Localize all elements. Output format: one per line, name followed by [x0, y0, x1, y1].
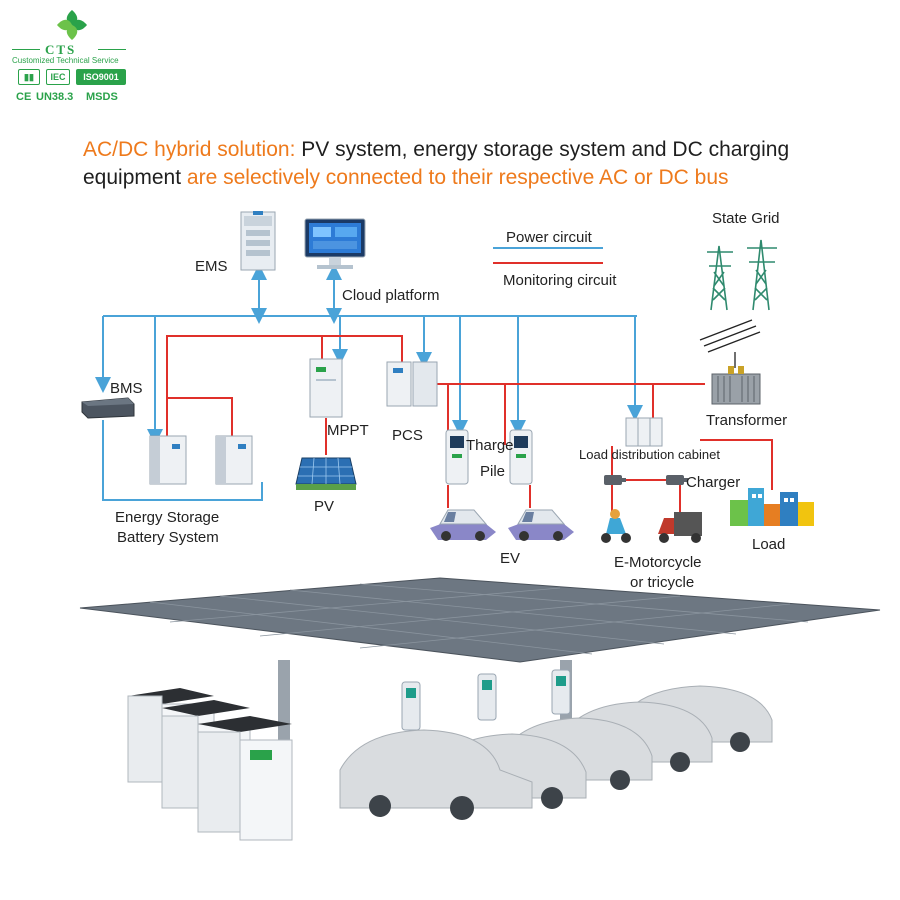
power-bus [95, 264, 643, 501]
solar-panel-icon [295, 457, 357, 490]
cert-msds: MSDS [86, 91, 118, 103]
pv-label: PV [314, 498, 335, 515]
legend-monitoring-label: Monitoring circuit [503, 272, 617, 289]
distribution-cabinet-icon [625, 417, 663, 447]
storage-cabinet-icon [215, 435, 253, 485]
badge-iso: ISO9001 [76, 69, 126, 85]
emotorcycle-label-line2: or tricycle [630, 574, 695, 591]
state-grid-label: State Grid [712, 210, 780, 227]
legend-power-label: Power circuit [506, 229, 592, 246]
ems-cabinet-icon [240, 211, 276, 271]
cert-icon: ▮▮ [18, 69, 40, 85]
headline: AC/DC hybrid solution: PV system, energy… [83, 136, 843, 192]
charge-pile-label-line2: Pile [480, 463, 506, 480]
transformer-label: Transformer [706, 412, 788, 429]
power-tower-icon [707, 239, 777, 311]
load-label: Load [752, 536, 786, 553]
storage-cabinet-icon [149, 435, 187, 485]
grid-cables [699, 319, 761, 368]
charging-pile-icon [445, 429, 469, 485]
badge-iec: IEC [46, 69, 70, 85]
logo-rule-right [98, 49, 126, 50]
mppt-label: MPPT [327, 422, 369, 439]
cert-ce: CE [16, 91, 32, 103]
charge-pile-label-line1: Tharge [466, 437, 514, 454]
ess-label-line1: Energy Storage [115, 509, 220, 526]
ems-label: EMS [195, 258, 228, 275]
logo-rule-left [12, 49, 40, 50]
bms-label: BMS [110, 380, 143, 397]
ev-car-icon [508, 509, 574, 541]
ev-label: EV [500, 550, 521, 567]
solar-carport-illustration [79, 577, 881, 841]
e-motorcycle-icon [601, 509, 631, 543]
charger-label: Charger [686, 474, 741, 491]
transformer-icon [711, 366, 761, 405]
pcs-cabinet-icon [386, 361, 438, 407]
headline-part1: AC/DC hybrid solution: [83, 138, 296, 161]
mppt-cabinet-icon [309, 358, 343, 418]
headline-part3: are selectively connected to their respe… [181, 166, 729, 189]
bms-box-icon [81, 397, 135, 419]
logo-tagline: Customized Technical Service [12, 56, 119, 65]
charging-pile-icon [509, 429, 533, 485]
charger-icon [666, 475, 688, 485]
leaf-logo-icon [57, 10, 87, 40]
monitor-icon [304, 218, 366, 269]
pcs-label: PCS [392, 427, 423, 444]
ev-car-icon [430, 509, 496, 541]
charger-icon [604, 475, 626, 485]
cert-un383: UN38.3 [36, 91, 74, 103]
ess-label-line2: Battery System [117, 529, 219, 546]
e-tricycle-icon [658, 512, 702, 543]
load-cabinet-label: Load distribution cabinet [579, 447, 720, 462]
cloud-platform-label: Cloud platform [342, 287, 440, 304]
logo-brand: CTS [45, 42, 77, 57]
buildings-icon [730, 488, 814, 526]
emotorcycle-label-line1: E-Motorcycle [614, 554, 702, 571]
headline-part2: PV system, energy storage system and DC … [83, 138, 790, 189]
